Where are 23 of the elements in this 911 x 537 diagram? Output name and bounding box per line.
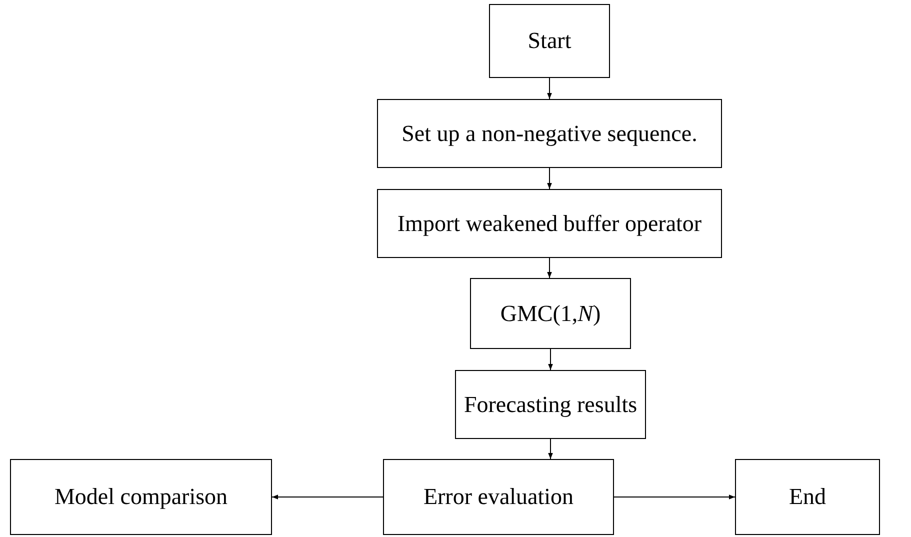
box-label: Set up a non-negative sequence. xyxy=(402,120,698,146)
box-label: End xyxy=(788,484,826,510)
box-label: Forecasting results xyxy=(464,392,638,418)
arrow xyxy=(547,78,552,100)
process-box xyxy=(735,459,880,535)
arrow xyxy=(548,438,553,460)
process-box xyxy=(455,370,646,439)
process-box xyxy=(10,459,272,535)
box-label: Import weakened buffer operator xyxy=(397,210,702,236)
arrow xyxy=(614,494,736,500)
arrow xyxy=(272,494,384,500)
process-box xyxy=(377,99,722,168)
process-box xyxy=(383,459,614,535)
arrow xyxy=(547,168,552,190)
process-box xyxy=(377,189,722,258)
arrow xyxy=(547,258,552,278)
box-label: Error evaluation xyxy=(423,484,574,510)
process-box xyxy=(470,278,631,349)
process-box xyxy=(489,4,610,78)
box-label: Model comparison xyxy=(54,484,228,510)
arrow xyxy=(548,348,553,370)
box-label: Start xyxy=(528,28,572,54)
box-label: GMC(1,N) xyxy=(500,300,601,326)
